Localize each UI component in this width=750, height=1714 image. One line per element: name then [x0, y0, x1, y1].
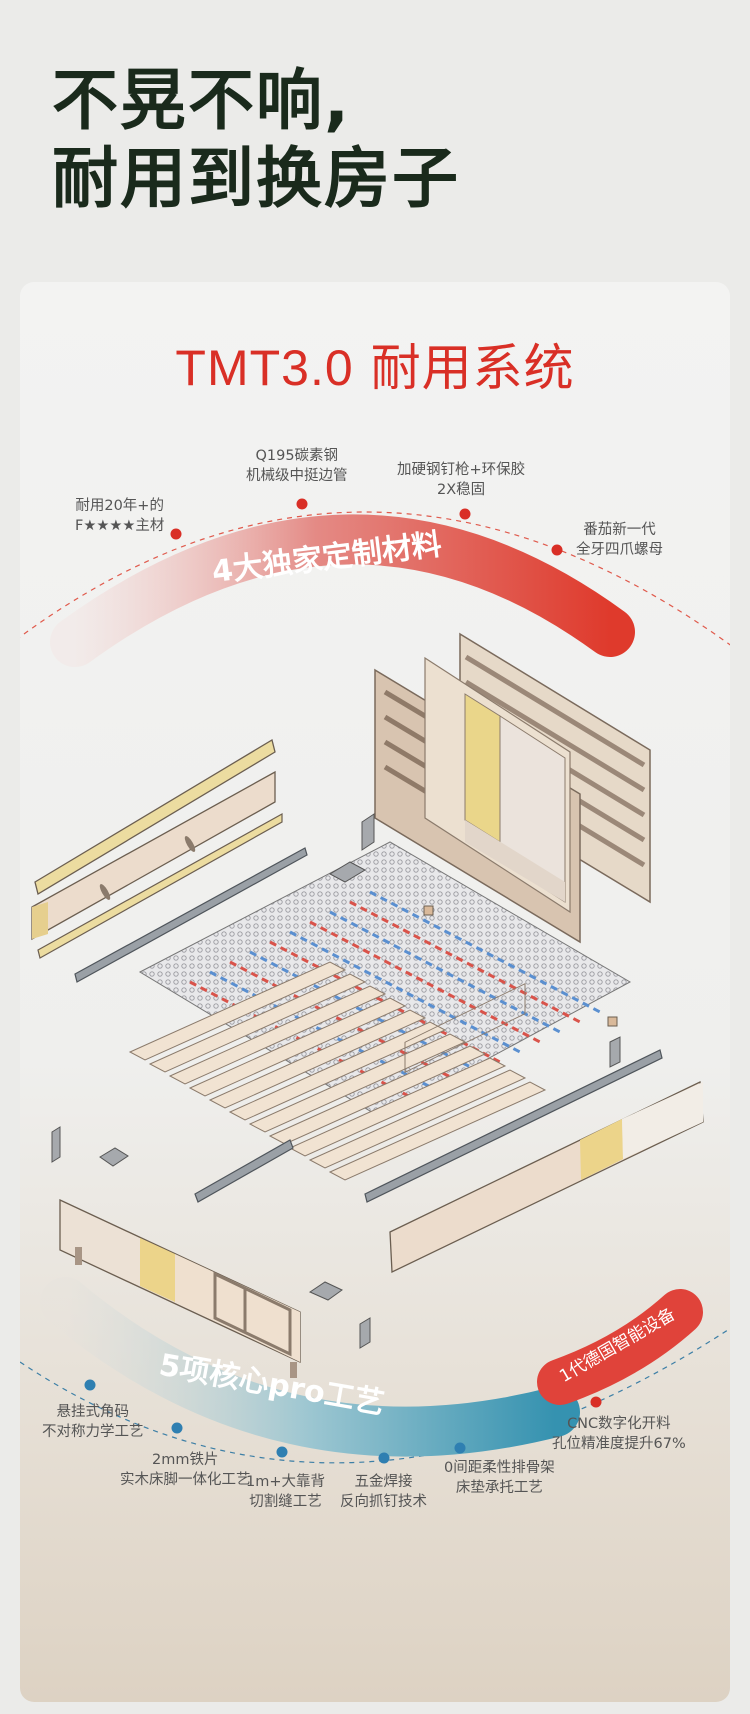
system-card: TMT3.0 耐用系统	[20, 282, 730, 1702]
craft-label-6: CNC数字化开料 孔位精准度提升67%	[552, 1416, 686, 1452]
headboard	[374, 632, 651, 944]
craft-label-2: 2mm铁片 实木床脚一体化工艺	[120, 1452, 251, 1488]
material-label-1: 耐用20年+的 F★★★★主材	[75, 498, 165, 534]
craft-label-1: 悬挂式角码 不对称力学工艺	[42, 1404, 144, 1440]
material-label-2: Q195碳素钢 机械级中挺边管	[246, 448, 348, 484]
material-label-3: 加硬钢钉枪+环保胶 2X稳固	[397, 462, 526, 498]
material-label-4: 番茄新一代 全牙四爪螺母	[576, 522, 663, 558]
crafts-dot-1	[84, 1379, 96, 1391]
exploded-bed-diagram: 4大独家定制材料 5项核心pro工艺 1代德国智能设备	[20, 498, 730, 1464]
crafts-banner-arc	[40, 1277, 580, 1457]
center-beam	[194, 1139, 294, 1203]
hardware-brackets	[51, 813, 621, 1349]
crafts-dot-3	[276, 1446, 288, 1458]
corner-block	[423, 905, 434, 916]
craft-label-4: 五金焊接 反向抓钉技术	[340, 1474, 427, 1510]
right-side-rail	[364, 982, 704, 1274]
headline-line-2: 耐用到换房子	[52, 140, 460, 217]
crafts-dot-4	[378, 1452, 390, 1464]
materials-dot-1	[170, 528, 182, 540]
footboard	[59, 1198, 301, 1378]
equipment-badge-shape	[537, 1289, 703, 1405]
materials-dot-4	[551, 544, 563, 556]
corner-block	[607, 1016, 618, 1027]
left-side-rail	[31, 738, 308, 983]
crafts-dot-2	[171, 1422, 183, 1434]
crafts-dashed-arc	[20, 1327, 730, 1464]
system-title-cjk: 耐用系统	[370, 339, 575, 397]
headline-line-1: 不晃不响,	[52, 62, 352, 139]
system-title: TMT3.0 耐用系统	[20, 328, 730, 400]
system-title-latin: TMT3.0	[175, 340, 354, 396]
materials-banner-arc	[50, 514, 635, 667]
bed-slats	[128, 961, 547, 1181]
crafts-dot-6	[590, 1396, 602, 1408]
materials-dot-3	[459, 508, 471, 520]
crafts-dot-5	[454, 1442, 466, 1454]
headline: 不晃不响, 耐用到换房子	[52, 62, 460, 218]
craft-label-3: 1m+大靠背 切割缝工艺	[246, 1474, 325, 1510]
materials-dot-2	[296, 498, 308, 510]
craft-label-5: 0间距柔性排骨架 床垫承托工艺	[444, 1460, 555, 1496]
